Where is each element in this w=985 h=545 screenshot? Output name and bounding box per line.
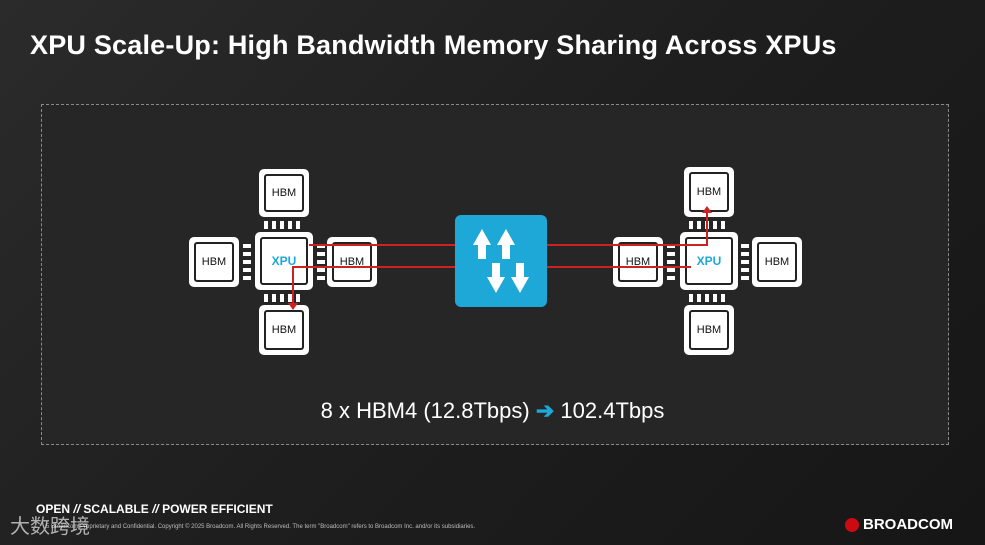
xpu-chip-right: XPU — [680, 232, 738, 290]
hbm-chip-left-right: HBM — [327, 237, 377, 287]
legal-notice: 5 Broadcom Proprietary and Confidential.… — [46, 524, 476, 530]
hbm-label: HBM — [194, 242, 234, 282]
footer-tagline: OPEN // SCALABLE // POWER EFFICIENT — [36, 502, 273, 516]
hbm-chip-left-left: HBM — [189, 237, 239, 287]
hbm-label: HBM — [618, 242, 658, 282]
brand-name: BROADCOM — [863, 516, 953, 533]
slide-title: XPU Scale-Up: High Bandwidth Memory Shar… — [30, 30, 837, 60]
tag-separator: // — [73, 502, 81, 516]
tag-scalable: SCALABLE — [83, 502, 149, 516]
hbm-chip-right-bottom: HBM — [684, 305, 734, 355]
switch-icon — [455, 215, 547, 307]
broadcom-mark-icon — [845, 517, 859, 532]
xpu-chip-left: XPU — [255, 232, 313, 290]
bandwidth-formula: 8 x HBM4 (12.8Tbps) ➔ 102.4Tbps — [0, 398, 985, 424]
watermark-text: 大数跨境 — [10, 516, 90, 538]
xpu-label: XPU — [696, 254, 722, 268]
hbm-chip-left-bottom: HBM — [259, 305, 309, 355]
tag-open: OPEN — [36, 502, 71, 516]
hbm-chip-left-top: HBM — [259, 169, 309, 217]
hbm-label: HBM — [264, 310, 304, 350]
watermark: 大数跨境 — [10, 510, 90, 539]
hbm-label: HBM — [689, 310, 729, 350]
formula-right: 102.4Tbps — [560, 398, 665, 423]
hbm-label: HBM — [264, 174, 304, 212]
right-arrow-icon: ➔ — [535, 398, 555, 423]
tag-separator: // — [152, 502, 159, 516]
hbm-chip-right-left: HBM — [613, 237, 663, 287]
tag-power-efficient: POWER EFFICIENT — [162, 502, 273, 516]
hbm-label: HBM — [757, 242, 797, 282]
hbm-label: HBM — [689, 172, 729, 212]
xpu-label: XPU — [271, 254, 297, 268]
hbm-chip-right-top: HBM — [684, 167, 734, 217]
hbm-chip-right-right: HBM — [752, 237, 802, 287]
formula-left: 8 x HBM4 (12.8Tbps) — [320, 398, 530, 423]
broadcom-logo: BROADCOM — [845, 516, 953, 533]
hbm-label: HBM — [332, 242, 372, 282]
